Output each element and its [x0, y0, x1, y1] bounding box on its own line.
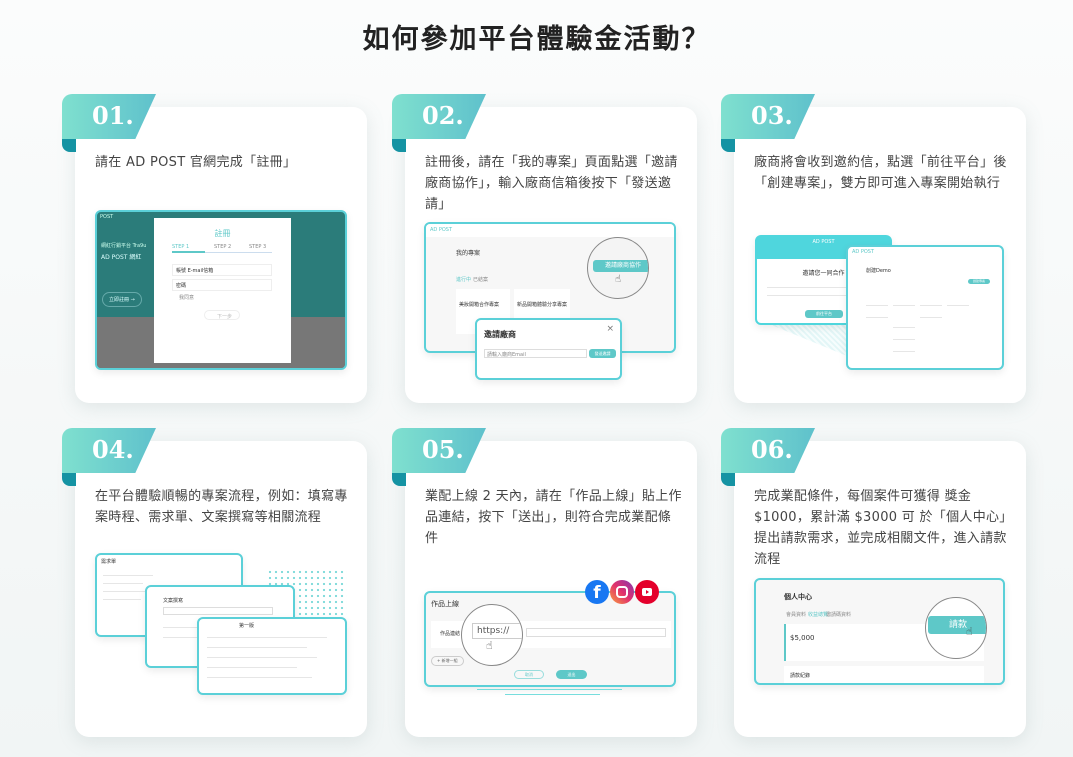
send-invite-button: 發送邀請	[589, 349, 616, 358]
magnifier: 請款 ☝	[925, 597, 987, 659]
doc-title: 第一版	[239, 623, 255, 629]
mail-title: 邀請您一同合作	[802, 270, 845, 277]
magnifier: 邀請廠商協作 ☝	[587, 237, 649, 299]
step-badge: 01.	[62, 94, 156, 152]
step-number: 01.	[92, 101, 134, 130]
register-screenshot: POST 網紅行銷平台 Tra9u AD POST 網紅 立即註冊 → 註冊 S…	[95, 210, 347, 370]
brand: AD POST	[852, 249, 875, 255]
step-card-2: 02. 註冊後，請在「我的專案」頁面點選「邀請廠商協作」，輸入廠商信箱後按下「發…	[392, 94, 697, 403]
step-badge: 05.	[392, 428, 486, 486]
tab-step-2: STEP 2	[214, 244, 232, 250]
step-badge: 04.	[62, 428, 156, 486]
project-title: 創建Demo	[866, 268, 891, 274]
doc-title: 文案撰寫	[163, 598, 184, 604]
step-badge: 03.	[721, 94, 815, 152]
tab-invite-code: 邀請碼資料	[826, 612, 852, 618]
project-card: 美妝開箱合作專案	[459, 302, 500, 308]
magnifier: https:// ☝	[461, 604, 523, 666]
step-description: 廠商將會收到邀約信，點選「前往平台」後「創建專案」，雙方即可進入專案開始執行	[754, 155, 1007, 191]
tab-step-1: STEP 1	[172, 244, 190, 250]
next-button: 下一步	[217, 314, 233, 320]
step-number: 06.	[751, 435, 793, 464]
request-payment-button[interactable]: 請款	[928, 616, 986, 634]
create-project-button: 創建專案	[968, 279, 990, 284]
hero-subtitle: 網紅行銷平台 Tra9u	[101, 243, 147, 249]
step-description: 在平台體驗順暢的專案流程，例如：填寫專案時程、需求單、文案撰寫等相關流程	[95, 489, 348, 525]
tab-earnings: 收益總覽	[808, 612, 829, 618]
cursor-hand-icon: ☝	[966, 625, 973, 638]
field-label: 作品連結	[440, 631, 461, 637]
step-number: 04.	[92, 435, 134, 464]
email-field: 帳號 E-mail信箱	[176, 268, 214, 274]
email-input: 請輸入廠商Email	[487, 352, 526, 358]
cancel-button: 取消	[514, 670, 544, 679]
page-title: 個人中心	[784, 593, 812, 601]
step-description: 完成業配條件，每個案件可獲得 獎金 $1000，累計滿 $3000 可 於「個人…	[754, 489, 1007, 567]
url-input: https://	[472, 623, 522, 639]
step-card-3: 03. 廠商將會收到邀約信，點選「前往平台」後「創建專案」，雙方即可進入專案開始…	[721, 94, 1026, 403]
step-badge: 06.	[721, 428, 815, 486]
agree-checkbox: 我同意	[179, 295, 195, 301]
doc-title: 需求單	[101, 559, 117, 565]
tab-step-3: STEP 3	[249, 244, 267, 250]
platform-screenshot: AD POST 創建Demo 創建專案	[846, 245, 1004, 370]
brand: AD POST	[812, 239, 835, 245]
youtube-icon	[635, 580, 659, 604]
add-link-button: + 新增一組	[431, 656, 464, 666]
step-card-6: 06. 完成業配條件，每個案件可獲得 獎金 $1000，累計滿 $3000 可 …	[721, 428, 1026, 737]
instagram-icon	[610, 580, 634, 604]
cursor-hand-icon: ☝	[486, 639, 493, 652]
page-title: 我的專案	[456, 250, 481, 257]
step-card-5: 05. 業配上線 2 天內，請在「作品上線」貼上作品連結，按下「送出」，則符合完…	[392, 428, 697, 737]
section-title: 作品上線	[431, 600, 459, 608]
step-badge: 02.	[392, 94, 486, 152]
invite-popup: 邀請廠商 × 請輸入廠商Email 發送邀請	[475, 318, 622, 380]
hero-title: AD POST 網紅	[101, 254, 142, 261]
page-title: 如何參加平台體驗金活動？	[362, 24, 711, 55]
tab-member: 會員資料	[786, 612, 807, 618]
step-card-1: 01. 請在 AD POST 官網完成「註冊」 POST 網紅行銷平台 Tra9…	[62, 94, 367, 403]
hero-button: 立即註冊 →	[102, 292, 142, 307]
step-number: 03.	[751, 101, 793, 130]
step-description: 業配上線 2 天內，請在「作品上線」貼上作品連結，按下「送出」，則符合完成業配條…	[425, 489, 682, 546]
step-number: 02.	[422, 101, 464, 130]
facebook-icon: f	[585, 580, 609, 604]
close-icon: ×	[606, 324, 614, 334]
popup-title: 邀請廠商	[484, 330, 516, 339]
go-to-platform-button: 前往平台	[805, 310, 843, 318]
earnings-amount: $5,000	[790, 634, 815, 642]
step-card-4: 04. 在平台體驗順暢的專案流程，例如：填寫專案時程、需求單、文案撰寫等相關流程…	[62, 428, 367, 737]
modal-title: 註冊	[214, 229, 231, 238]
step-description: 請在 AD POST 官網完成「註冊」	[95, 155, 297, 170]
project-card: 新品開箱體驗分享專案	[517, 302, 568, 308]
step-description: 註冊後，請在「我的專案」頁面點選「邀請廠商協作」，輸入廠商信箱後按下「發送邀請」	[425, 155, 678, 212]
brand: POST	[100, 214, 114, 220]
invite-vendor-button: 邀請廠商協作	[593, 260, 648, 272]
tab-ongoing: 進行中	[456, 277, 472, 283]
step-number: 05.	[422, 435, 464, 464]
section-title: 請款紀錄	[790, 673, 811, 679]
password-field: 密碼	[176, 283, 187, 289]
brand: AD POST	[430, 227, 453, 233]
draft-screenshot: 第一版	[197, 617, 347, 695]
tab-closed: 已結案	[473, 277, 489, 283]
cursor-hand-icon: ☝	[615, 274, 622, 285]
register-modal: 註冊 STEP 1 STEP 2 STEP 3 帳號 E-mail信箱 密碼 我…	[154, 218, 291, 363]
submit-button: 送出	[556, 670, 587, 679]
